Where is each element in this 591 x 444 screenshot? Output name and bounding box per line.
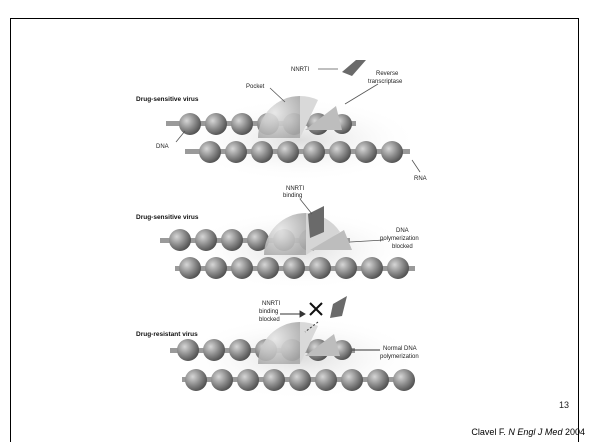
panel-3-drug-resistant: Drug-resistant virus NNRTI binding block… [136,296,420,400]
rt-label-line2: transcriptase [368,79,403,85]
blocked-label-line3: blocked [392,244,413,250]
panel-2-title: Drug-sensitive virus [136,214,199,221]
rt-thumb [310,230,352,250]
pocket-label: Pocket [246,84,265,90]
blocked-x-icon [309,302,323,316]
rt-thumb [305,106,342,130]
normal-polymerization-line2: polymerization [380,354,419,360]
blocked-label-line1: DNA [396,228,409,234]
binding-label-line1: NNRTI [286,186,305,192]
panel-1-title: Drug-sensitive virus [136,96,199,103]
rna-label: RNA [414,176,427,182]
nnrti-label: NNRTI [291,67,310,73]
rt-thumb [305,334,340,356]
rna-strand [182,369,415,391]
panel-2-drug-sensitive-bound: Drug-sensitive virus NNRTI binding DNA p… [136,186,419,290]
panel-1-drug-sensitive: Drug-sensitive virus NNRTI Pocket Revers… [136,60,427,182]
citation-year: 2004 [564,427,585,437]
blocked-label-line2: polymerization [380,236,419,242]
binding-label-line2: binding [283,193,302,199]
reverse-transcriptase-enzyme [258,95,342,138]
nnrti-drug-shape [330,296,347,318]
slide-frame [10,18,579,442]
binding-blocked-line2: binding [259,309,278,315]
citation: Clavel F. N Engl J Med 2004 [471,427,585,437]
panel-3-title: Drug-resistant virus [136,331,198,338]
rna-strand [175,257,415,279]
nnrti-drug-shape [342,60,366,76]
blocked-path-dashes [304,321,319,333]
normal-polymerization-line1: Normal DNA [383,346,417,352]
page-number: 13 [558,400,569,410]
citation-author: Clavel F. [471,427,506,437]
dna-label: DNA [156,144,169,150]
binding-blocked-line3: blocked [259,317,280,323]
panel-3-leaders [280,310,380,351]
reverse-transcriptase-enzyme [258,321,340,364]
citation-journal: N Engl J Med [508,427,563,437]
rt-label-line1: Reverse [376,71,399,77]
rna-strand [185,141,410,163]
panel-1-leaders [175,68,421,173]
panel-2-leaders [299,198,385,243]
binding-blocked-line1: NNRTI [262,301,281,307]
